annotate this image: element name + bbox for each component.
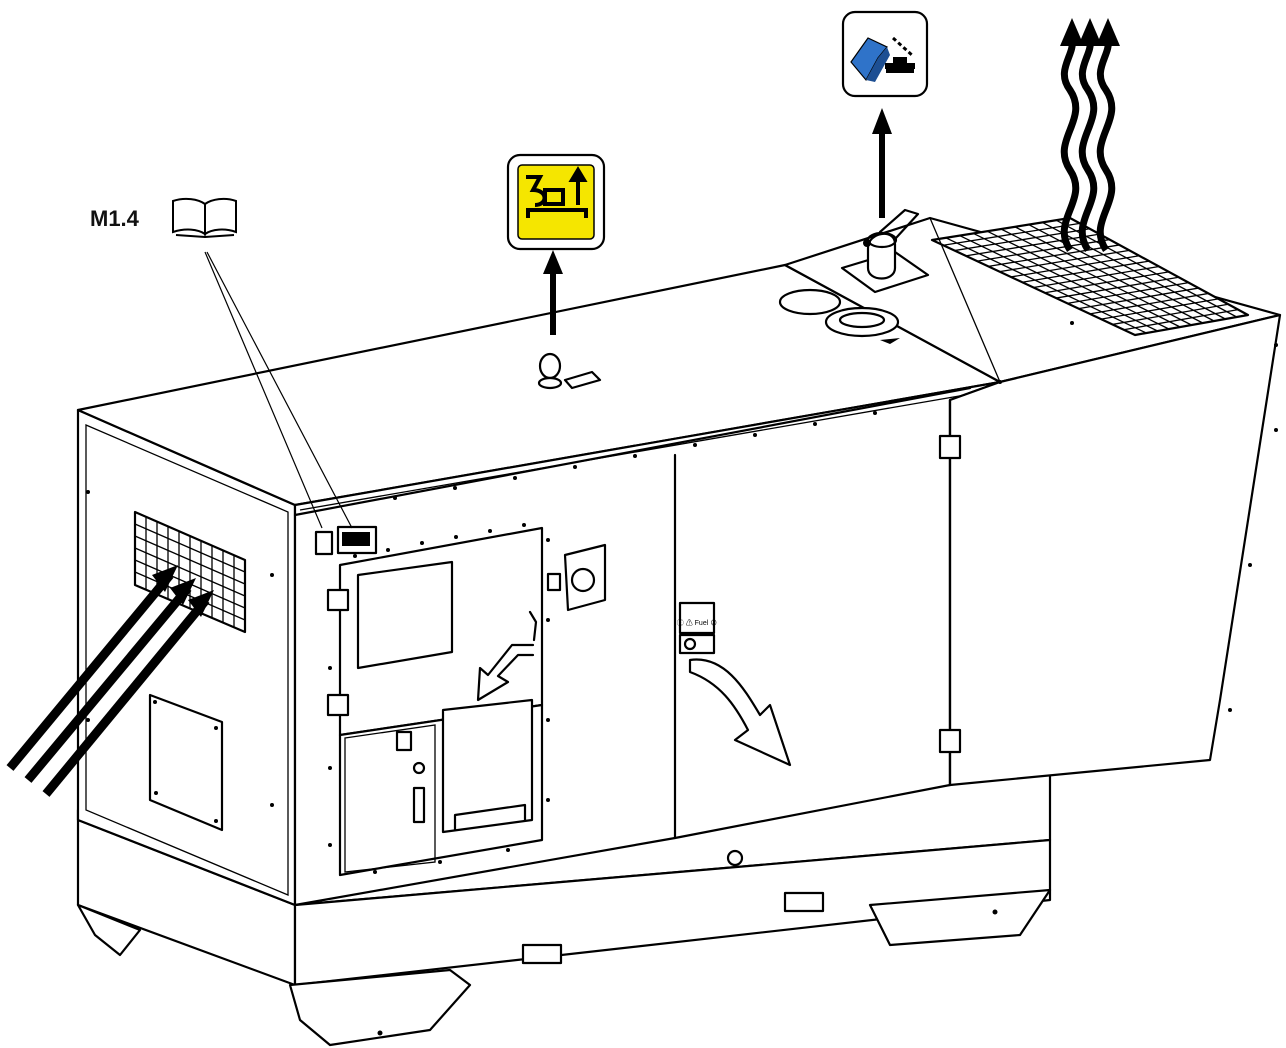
hot-air-exhaust-arrows: [1060, 39, 1116, 252]
grille-bar: [986, 230, 1181, 328]
grille-bar: [1000, 228, 1192, 326]
pictogram-pointer-arrows: [543, 108, 892, 335]
manual-reference: M1.4: [90, 197, 353, 529]
door-open-arrow: [688, 658, 792, 767]
grille-bar: [1055, 219, 1238, 318]
control-panel-door: [314, 523, 550, 877]
key-icon: [528, 610, 538, 642]
lifting-point-pictogram: [506, 153, 606, 251]
exhaust-arrow: [1078, 39, 1098, 252]
door-handle: [546, 543, 607, 612]
foot-bolt: [377, 1030, 383, 1036]
warning-decal: [314, 530, 334, 556]
exhaust-arrow: [1096, 39, 1116, 252]
exhaust-arrow: [1060, 39, 1080, 252]
right-panel-rivets: [86, 343, 1278, 807]
air-intake-arrows: [6, 572, 210, 797]
canopy: [76, 216, 1282, 907]
manual-reference-label: M1.4: [90, 206, 140, 231]
base-frame: [76, 773, 1052, 1047]
intake-arrow: [42, 597, 210, 797]
display-window: [356, 560, 454, 670]
door-warning-label: [678, 601, 716, 635]
hinge: [938, 434, 962, 460]
hinge: [326, 693, 350, 717]
fuel-filler: [840, 208, 930, 294]
forklift-pocket: [783, 891, 825, 913]
lifting-eye: [537, 352, 602, 390]
grille-bar: [945, 237, 1147, 334]
roof-cover-plate: [778, 288, 842, 316]
book-icon: [172, 197, 237, 239]
exhaust-arrowheads: [1060, 18, 1120, 46]
hinge: [326, 588, 350, 612]
intake-arrow: [6, 572, 174, 771]
forklift-pocket: [521, 943, 563, 965]
grille-bar: [1028, 224, 1215, 322]
drain-plug: [726, 849, 744, 867]
hinge: [938, 728, 962, 754]
grille-bar: [959, 235, 1158, 332]
side-service-hatch: [148, 693, 224, 832]
fuel-fill-icon: [850, 36, 915, 82]
door-open-arrow: [476, 643, 535, 702]
right-end-panel: [948, 313, 1282, 787]
radiator-exhaust-grille: [930, 216, 1250, 337]
grille-bar: [1042, 221, 1226, 320]
intake-arrow: [24, 585, 192, 783]
door-warning-text: Ⓔ ⚠ Fuel ⊘: [677, 619, 717, 627]
rail-rivets: [393, 411, 877, 500]
center-door: Ⓔ ⚠ Fuel ⊘: [677, 434, 962, 767]
grille-bar: [973, 232, 1170, 330]
fuel-cap-pictogram: [841, 10, 929, 98]
foot-bolt: [992, 909, 998, 915]
air-intake-grille: [133, 510, 247, 832]
intake-arrowheads: [152, 565, 214, 617]
grille-bar: [1014, 226, 1204, 324]
hook-lifting-icon: [526, 166, 588, 218]
